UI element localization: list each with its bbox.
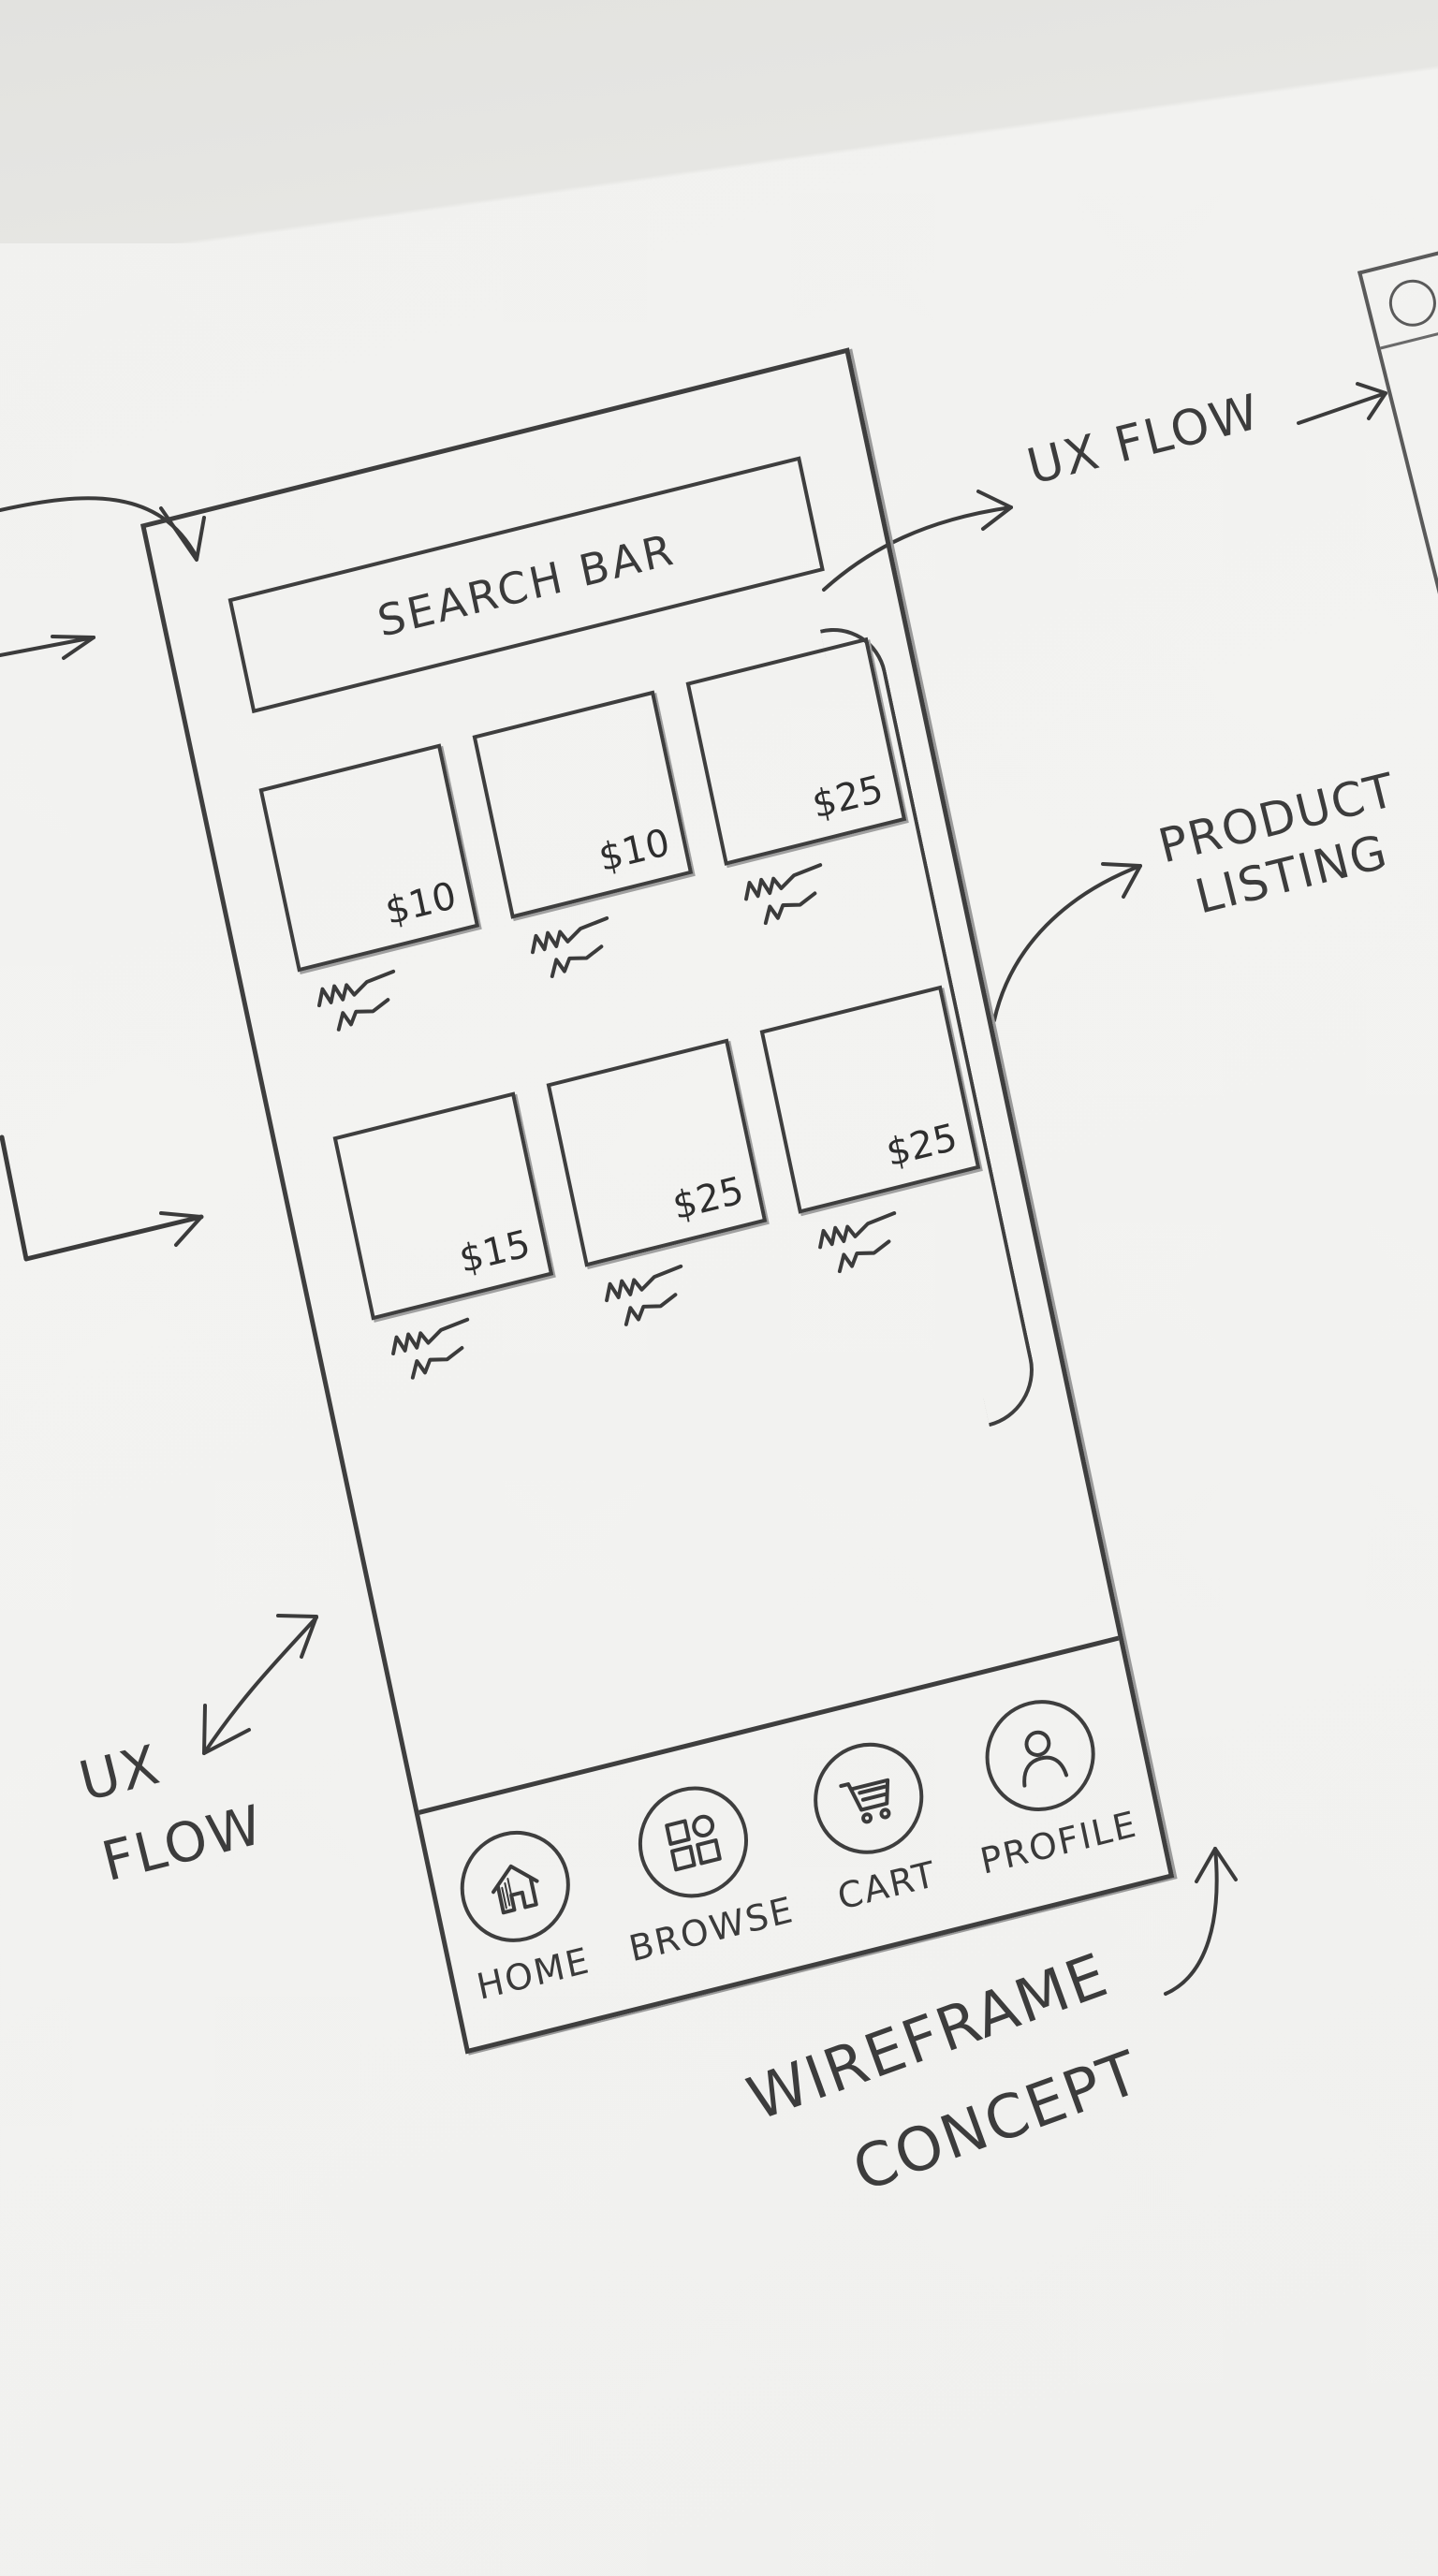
arrow-ux-flow-top [822, 505, 1013, 592]
product-card[interactable]: $15 [332, 1091, 571, 1402]
cart-icon [803, 1731, 934, 1866]
product-image-placeholder: $25 [759, 985, 981, 1214]
product-text-scribble [317, 969, 396, 1032]
product-image-placeholder: $25 [685, 637, 907, 866]
arrow-product-listing [992, 864, 1142, 1022]
product-card[interactable]: $25 [685, 637, 924, 948]
grid-icon [627, 1775, 758, 1910]
nav-label-home: HOME [473, 1939, 594, 2008]
product-price: $10 [594, 820, 674, 881]
nav-label-browse: BROWSE [625, 1888, 798, 1970]
product-card[interactable]: $25 [546, 1038, 785, 1349]
product-text-scribble [391, 1317, 470, 1380]
nav-item-profile[interactable]: PROFILE [951, 1682, 1141, 1882]
bottom-nav: HOME BROWSE CART PROFILE [418, 1635, 1169, 2049]
product-image-placeholder: $10 [258, 743, 480, 973]
product-card[interactable]: $25 [759, 985, 998, 1296]
nav-label-cart: CART [833, 1852, 941, 1918]
arrow-next-screen [1297, 391, 1387, 425]
product-price: $25 [808, 768, 888, 827]
product-grid: $10 $10 $25 $15 $25 [258, 635, 1007, 1402]
product-text-scribble [744, 863, 823, 926]
product-price: $25 [882, 1116, 961, 1176]
product-image-placeholder: $10 [472, 690, 694, 919]
nav-item-home[interactable]: HOME [448, 1819, 594, 2008]
product-image-placeholder: $15 [332, 1091, 554, 1321]
arrow-bottom-left [0, 1134, 204, 1262]
home-icon [449, 1819, 580, 1954]
product-card[interactable]: $10 [258, 743, 497, 1054]
product-text-scribble [605, 1264, 683, 1326]
nav-label-profile: PROFILE [976, 1803, 1141, 1882]
nav-item-browse[interactable]: BROWSE [600, 1768, 798, 1970]
search-bar-label: SEARCH BAR [373, 522, 680, 647]
phone-wireframe: SEARCH BAR $10 $10 $25 $15 [140, 347, 1175, 2055]
product-image-placeholder: $25 [546, 1038, 768, 1267]
product-price: $15 [455, 1222, 535, 1282]
product-card[interactable]: $10 [472, 690, 711, 1002]
arrow-ux-flow-left [202, 1616, 318, 1755]
arrow-wireframe [1164, 1847, 1219, 1996]
arrow-mid-left [0, 636, 95, 657]
product-price: $10 [381, 873, 461, 934]
product-text-scribble [531, 915, 609, 978]
user-icon [975, 1688, 1106, 1823]
product-price: $25 [668, 1168, 748, 1229]
product-text-scribble [818, 1211, 897, 1274]
nav-item-cart[interactable]: CART [803, 1731, 945, 1919]
